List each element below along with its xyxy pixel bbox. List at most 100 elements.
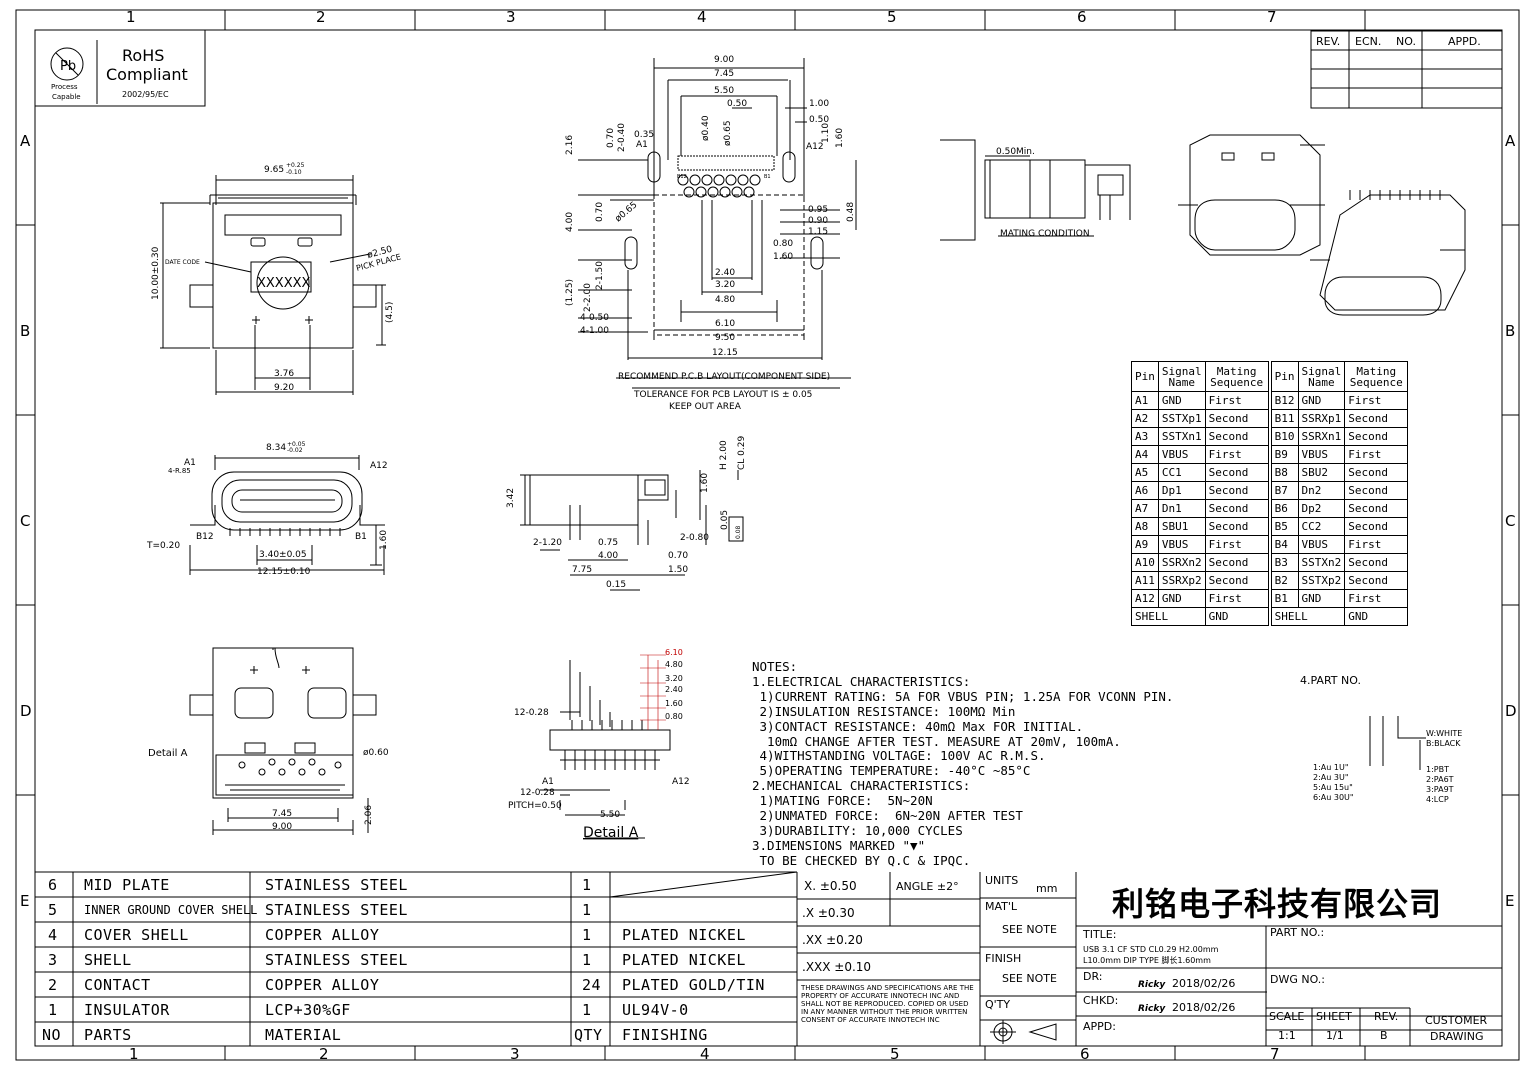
zone-top-4: 4	[697, 8, 707, 26]
tb-sheet-label: SHEET	[1316, 1010, 1352, 1023]
mating-view	[940, 139, 1131, 241]
pin-cell-right: SSRXp1	[1297, 409, 1346, 428]
bom-part: MID PLATE	[84, 876, 170, 894]
pin-cell-right: Second	[1344, 409, 1409, 428]
pin-cell-right: Second	[1344, 499, 1409, 518]
tol-x2: .XX ±0.20	[802, 933, 863, 947]
pin-cell-right: B10	[1270, 427, 1299, 446]
sv-dim-342: 3.42	[506, 488, 516, 508]
tb-rev-label: REV.	[1374, 1010, 1398, 1023]
pcb-dim-050a: 0.50	[727, 99, 747, 109]
note-line: 3)CONTACT RESISTANCE: 40mΩ Max FOR INITI…	[752, 718, 1084, 734]
pin-header-mating-r: Mating Sequence	[1344, 361, 1409, 392]
zone-top-1: 1	[126, 8, 136, 26]
pin-cell: Dn1	[1157, 499, 1206, 518]
pin-cell: A12	[1131, 589, 1159, 608]
pcb-dim-550: 5.50	[714, 86, 734, 96]
da-dim-550: 5.50	[600, 810, 620, 820]
partno-mat-1: 1:PBT	[1426, 765, 1449, 774]
pin-cell-right: First	[1344, 445, 1409, 464]
bottom-view	[189, 647, 377, 835]
note-line: 2)INSULATION RESISTANCE: 100MΩ Min	[752, 703, 1016, 719]
da-dim-480: 4.80	[665, 660, 683, 669]
pcb-dim-095: 0.95	[808, 205, 828, 215]
tb-scale-label: SCALE	[1269, 1010, 1304, 1023]
note-line: 1.ELECTRICAL CHARACTERISTICS:	[752, 673, 971, 689]
pcb-dim-hole-065: ø0.65	[723, 120, 733, 146]
pin-cell-right: SBU2	[1297, 463, 1346, 482]
pin-cell: First	[1204, 535, 1269, 554]
rev-header-no: NO.	[1396, 35, 1416, 48]
pin-cell: First	[1204, 589, 1269, 608]
pin-cell: GND	[1157, 391, 1206, 410]
zone-left-e: E	[20, 892, 29, 910]
zone-top-5: 5	[887, 8, 897, 26]
da-dim-080: 0.80	[665, 712, 683, 721]
pcb-dim-090: 0.90	[808, 216, 828, 226]
pcb-dim-610: 6.10	[715, 319, 735, 329]
zone-left-b: B	[20, 322, 30, 340]
zone-left-a: A	[20, 132, 31, 150]
pcb-b12: B12	[677, 174, 687, 180]
da-d2: 12-0.28	[520, 788, 555, 798]
pin-cell-right: GND	[1297, 589, 1346, 608]
sv-dim-005: 0.05	[720, 510, 730, 530]
top-view	[160, 175, 386, 395]
zone-right-c: C	[1505, 512, 1515, 530]
pcb-a1: A1	[636, 140, 648, 150]
pcb-dim-115: 1.15	[808, 227, 828, 237]
zone-left-c: C	[20, 512, 30, 530]
pcb-dim-216: 2.16	[565, 135, 575, 155]
note-line: 10mΩ CHANGE AFTER TEST. MEASURE AT 20mV,…	[752, 733, 1121, 749]
tv-dim-45: (4.5)	[385, 302, 395, 323]
tv-date-code: DATE CODE	[165, 259, 200, 266]
tb-customer-1: CUSTOMER	[1425, 1014, 1488, 1027]
bom-header-finish: FINISHING	[622, 1026, 708, 1044]
partno-color-w: W:WHITE	[1426, 729, 1462, 738]
zone-right-e: E	[1505, 892, 1514, 910]
fv-width: 8.34	[266, 443, 286, 453]
bom-grid	[35, 871, 798, 1046]
bom-no: 5	[48, 901, 58, 919]
note-line: NOTES:	[752, 659, 798, 674]
pcb-dim-4-100: 4-1.00	[580, 326, 609, 336]
bom-material: COPPER ALLOY	[265, 926, 380, 944]
pin-cell-right: SSRXn1	[1297, 427, 1346, 446]
pin-cell: A6	[1131, 481, 1159, 500]
pcb-dim-035: 0.35	[634, 130, 654, 140]
detail-a	[540, 654, 671, 839]
pin-cell: A11	[1131, 571, 1159, 590]
pin-header-signal: Signal Name	[1157, 361, 1206, 392]
pcb-dim-240: 2.40	[715, 268, 735, 278]
pin-cell: SBU1	[1157, 517, 1206, 536]
da-d1: 12-0.28	[514, 708, 549, 718]
pin-cell-right: Second	[1344, 517, 1409, 536]
sv-dim-070: 0.70	[668, 551, 688, 561]
sv-dim-cl029: CL 0.29	[737, 436, 747, 470]
da-pitch: PITCH=0.50	[508, 801, 562, 811]
pin-table: Pin Signal Name Mating Sequence Pin Sign…	[1131, 361, 1409, 626]
pcb-dim-160b: 1.60	[773, 252, 793, 262]
pin-cell: A10	[1131, 553, 1159, 572]
pin-cell: Second	[1204, 427, 1269, 446]
pin-cell-right: B11	[1270, 409, 1299, 428]
bom-finish: PLATED NICKEL	[622, 951, 746, 969]
tv-marking: XXXXXX	[257, 276, 311, 291]
da-dim-320: 3.20	[665, 674, 683, 683]
pcb-dim-065: ø0.65	[614, 200, 640, 224]
tb-sheet: 1/1	[1326, 1029, 1344, 1042]
sv-dim-150: 1.50	[668, 565, 688, 575]
partno-mat-4: 4:LCP	[1426, 795, 1449, 804]
partno-plating-3: 5:Au 15u"	[1313, 783, 1353, 792]
tb-finish-label: FINISH	[985, 952, 1021, 965]
pcb-dim-110: 1.10	[821, 123, 831, 143]
pin-cell-right: B9	[1270, 445, 1299, 464]
bom-header-material: MATERIAL	[265, 1026, 342, 1044]
tol-x3: .XXX ±0.10	[802, 960, 871, 974]
pin-cell: Second	[1204, 409, 1269, 428]
bv-dim-745: 7.45	[272, 809, 292, 819]
